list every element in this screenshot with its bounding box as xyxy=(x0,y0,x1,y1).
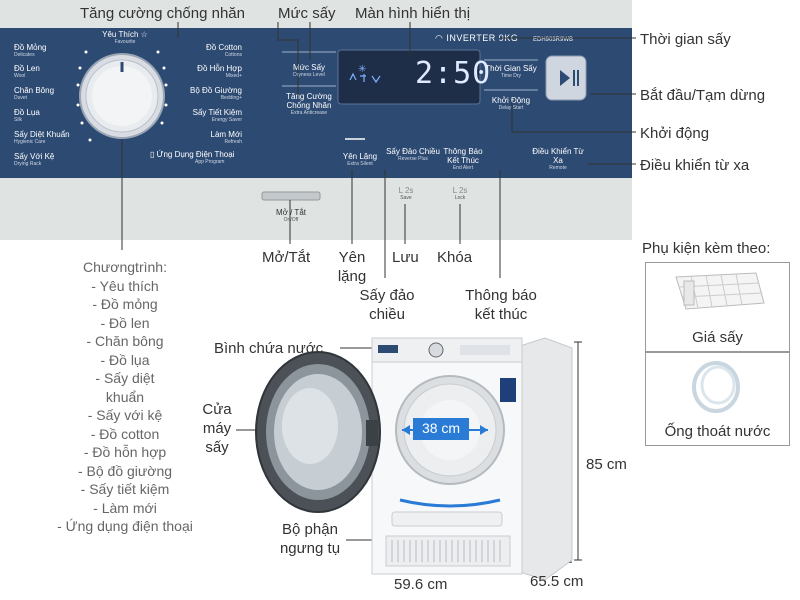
phone-icon: ▯ xyxy=(150,150,157,159)
program-list-title: Chươngtrình: xyxy=(83,259,167,275)
accessory-hose: Ống thoát nước xyxy=(645,352,790,446)
height-dimension-label: 85 cm xyxy=(586,456,627,473)
on-off-button[interactable] xyxy=(261,191,321,201)
callout-display: Màn hình hiển thị xyxy=(355,5,471,22)
callout-reverse: Sấy đảo chiều xyxy=(359,287,415,323)
depth-dimension-label: 65.5 cm xyxy=(530,573,584,590)
callout-on-off: Mở/Tắt xyxy=(262,249,311,266)
list-item: - Đồ cotton xyxy=(90,425,160,442)
list-item: - Ứng dụng điện thoại xyxy=(57,518,193,534)
list-item: khuẩn xyxy=(105,388,145,405)
list-item: - Đồ mỏng xyxy=(92,296,158,312)
accessory-hose-label: Ống thoát nước xyxy=(664,423,771,440)
drum-dimension-label: 38 cm xyxy=(421,420,461,436)
callout-end-alert: Thông báo kết thúc xyxy=(465,287,537,323)
callout-door: Cửa máy sấy xyxy=(202,401,232,456)
dryer-dial xyxy=(428,342,444,358)
wifi-icon: ◠ xyxy=(435,33,447,43)
display-screen xyxy=(337,49,481,105)
condenser-grille xyxy=(385,535,511,567)
callout-dry-time: Thời gian sấy xyxy=(640,31,731,48)
list-item: - Sấy với kệ xyxy=(87,407,163,423)
drain-hose-icon xyxy=(692,361,740,413)
callout-condenser: Bộ phận ngưng tụ xyxy=(279,521,341,557)
svg-text:✳: ✳ xyxy=(358,64,366,75)
list-item: - Đồ hỗn hợp xyxy=(83,444,167,460)
panel-graphics: ✳ xyxy=(76,49,587,201)
accessory-rack: Giá sấy xyxy=(645,262,790,352)
list-item: - Đồ len xyxy=(100,314,150,331)
program-list: Chươngtrình: - Yêu thích - Đồ mỏng - Đồ … xyxy=(40,258,210,536)
callout-lock: Khóa xyxy=(437,249,473,266)
list-item: - Sấy tiết kiệm xyxy=(80,481,170,497)
model-label: EDH903R9WB xyxy=(533,37,574,43)
width-dimension-label: 59.6 cm xyxy=(394,576,448,593)
callout-silent: Yên lặng xyxy=(337,249,367,285)
list-item: - Chăn bông xyxy=(86,333,164,349)
callout-start-pause: Bắt đầu/Tạm dừng xyxy=(640,87,766,104)
drying-rack-icon xyxy=(675,272,765,310)
accessory-rack-label: Giá sấy xyxy=(692,329,743,346)
list-item: - Bộ đồ giường xyxy=(77,462,173,479)
callout-dry-level: Mức sấy xyxy=(278,5,336,22)
callout-anti-wrinkle: Tăng cường chống nhăn xyxy=(80,5,245,22)
list-item: - Yêu thích xyxy=(91,277,159,294)
dial-top-label: Yêu Thích ☆Favourite xyxy=(102,30,148,45)
water-tank-drawer xyxy=(378,345,398,353)
callout-save: Lưu xyxy=(392,249,419,266)
list-item: - Đồ lụa xyxy=(100,351,150,368)
callout-remote: Điều khiển từ xa xyxy=(640,157,750,174)
accessories-title: Phụ kiện kèm theo: xyxy=(642,240,771,257)
brand-label: ◠ INVERTER 9KG xyxy=(435,33,519,43)
list-item: - Sấy diệt xyxy=(95,370,155,386)
display-time: 2:50 xyxy=(415,56,492,91)
list-item: - Làm mới xyxy=(93,499,157,516)
callout-water-tank: Bình chứa nước xyxy=(214,340,324,357)
callout-delay-start: Khởi động xyxy=(640,125,710,142)
